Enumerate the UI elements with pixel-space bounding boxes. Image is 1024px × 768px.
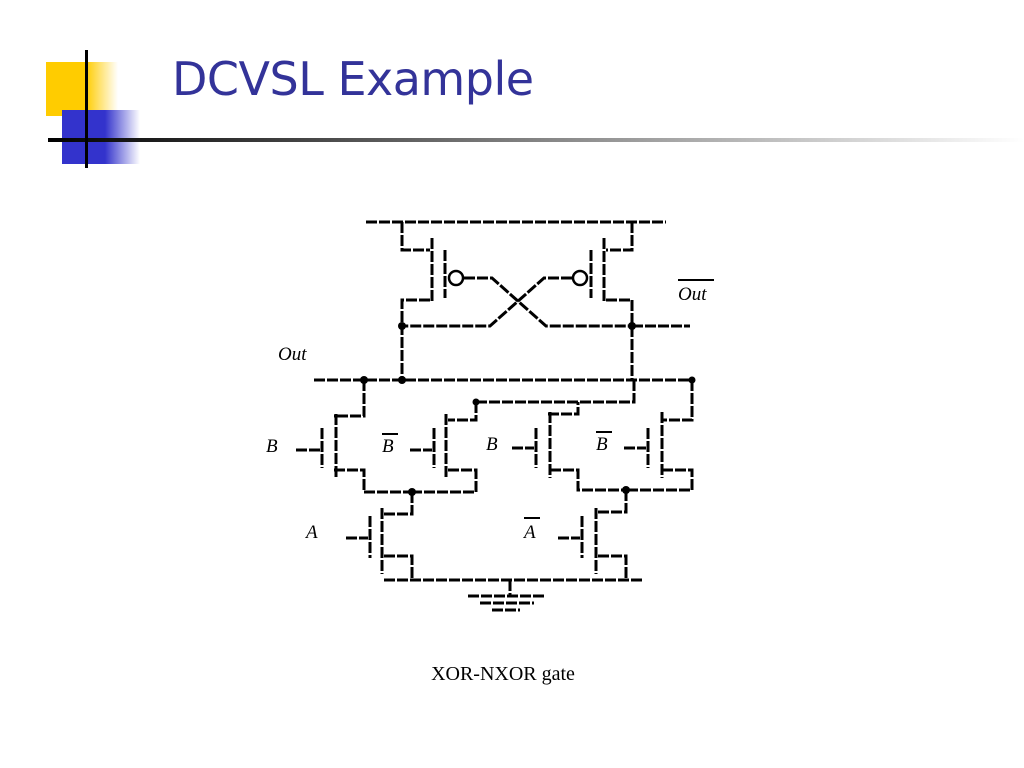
label-a-bar: A (522, 522, 536, 543)
pmos-left-gate-wire (464, 276, 632, 328)
nmos-b-right-gate (512, 428, 538, 468)
nmos-bbar-left-gate (410, 428, 436, 468)
nmos-bbar-left-top (448, 402, 478, 422)
nmos-abar-gate (558, 516, 584, 558)
page-title: DCVSL Example (172, 52, 534, 106)
nmos-bbar-right-top (662, 380, 694, 422)
nmos-b-right-top (548, 402, 580, 416)
nmos-b-left-gate (296, 428, 324, 468)
nmos-abar-top (598, 490, 628, 514)
blue-square (62, 110, 140, 164)
nmos-bbar-right-bottom (626, 468, 694, 492)
vertical-rule (85, 50, 88, 168)
cross-wire-left (476, 380, 636, 404)
junction-dot (622, 486, 630, 494)
junction-dot (398, 376, 406, 384)
junction-dots (360, 322, 696, 496)
label-out-bar: Out (678, 284, 707, 305)
nmos-a-gate (346, 516, 372, 558)
label-a: A (304, 522, 318, 543)
label-b-left: B (266, 436, 278, 457)
junction-dot (628, 322, 636, 330)
label-b-right: B (486, 434, 498, 455)
label-out: Out (278, 344, 307, 365)
nmos-b-left-top (334, 380, 366, 418)
label-b-bar-left: B (382, 436, 394, 457)
nmos-a-top (384, 492, 414, 516)
nmos-b-right-bottom (550, 468, 626, 492)
junction-dot (472, 398, 480, 406)
overbars (382, 279, 714, 519)
title-rule (48, 138, 1024, 142)
nmos-a-bottom (384, 554, 414, 580)
pmos-left-drain (400, 298, 430, 380)
pmos-right-gate-wire (402, 276, 572, 328)
figure-caption: XOR-NXOR gate (431, 663, 575, 685)
junction-dot (688, 376, 696, 384)
nmos-bbar-left-bottom (412, 468, 478, 494)
pmos-right-source (606, 222, 634, 252)
title-decoration (46, 50, 1024, 168)
pmos-right-bubble (571, 269, 589, 287)
wires (296, 220, 694, 612)
nmos-b-left-bottom (334, 468, 412, 494)
nmos-abar-bottom (598, 554, 628, 580)
yellow-square (46, 62, 118, 116)
junction-dot (360, 376, 368, 384)
pmos-left-source (400, 222, 430, 252)
pmos-left-bubble (447, 269, 465, 287)
junction-dot (408, 488, 416, 496)
nmos-bbar-right-gate (624, 428, 650, 468)
junction-dot (398, 322, 406, 330)
pmos-right-drain (606, 298, 634, 380)
label-b-bar-right: B (596, 434, 608, 455)
